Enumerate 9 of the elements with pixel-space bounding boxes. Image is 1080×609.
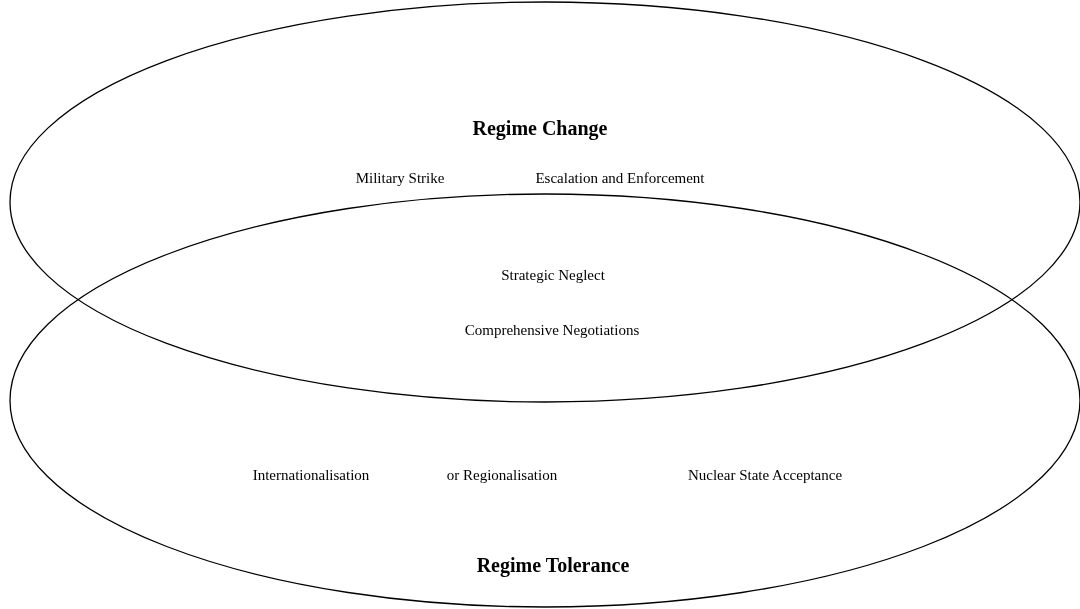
strategy-label: Military Strike xyxy=(355,169,445,187)
strategy-label: Comprehensive Negotiations xyxy=(464,321,640,339)
set-title: Regime Tolerance xyxy=(476,553,630,577)
strategy-label: Strategic Neglect xyxy=(501,266,605,284)
set-title: Regime Change xyxy=(472,116,608,140)
strategy-label: Escalation and Enforcement xyxy=(535,169,705,187)
strategy-label: Internationalisation xyxy=(252,466,370,484)
strategy-label: Nuclear State Acceptance xyxy=(687,466,843,484)
strategy-label: or Regionalisation xyxy=(446,466,558,484)
